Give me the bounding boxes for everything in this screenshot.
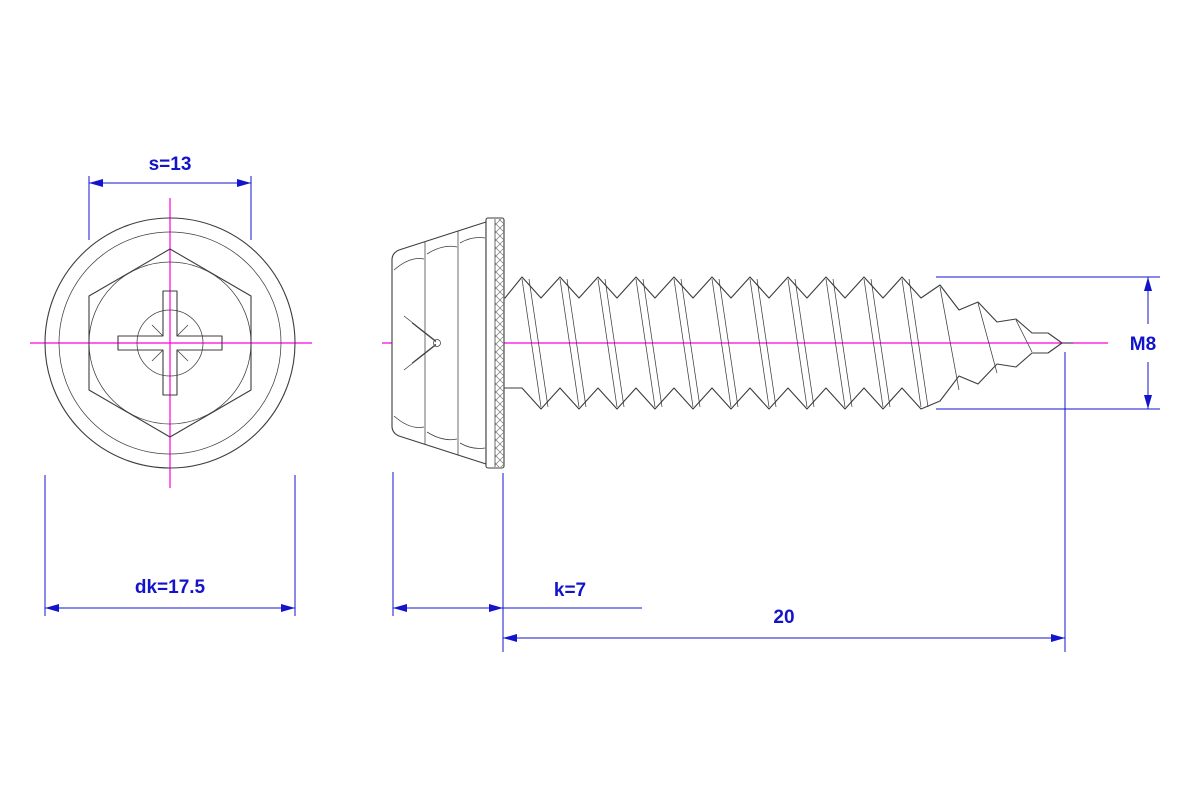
point-flank-lines <box>939 286 1033 391</box>
dimension-across-flats: s=13 <box>88 154 252 240</box>
arrowhead-left-icon <box>45 604 59 612</box>
dim-label-across-flats: s=13 <box>149 154 192 175</box>
side-view-screw: k=7 20 M8 <box>382 217 1160 652</box>
arrowhead-right-icon <box>237 179 251 187</box>
hex-chamfer-arcs <box>393 237 486 449</box>
recess-hidden-lines <box>403 315 437 371</box>
arrowhead-right-icon <box>1051 634 1065 642</box>
thread-top-outline <box>504 276 1074 344</box>
flange-outer-circle <box>44 217 296 469</box>
hex-head-side-outline <box>391 221 487 465</box>
front-view-head: s=13 dk=17.5 <box>30 154 312 616</box>
arrowhead-right-icon <box>281 604 295 612</box>
dimension-flange-diameter: dk=17.5 <box>44 475 296 616</box>
dim-label-flange-diameter: dk=17.5 <box>135 577 206 598</box>
extension-lines-s <box>88 176 252 240</box>
flange-serration-band <box>495 219 504 467</box>
thread-flank-lines <box>521 278 929 408</box>
arrowhead-left-icon <box>89 179 103 187</box>
arrowhead-left-icon <box>393 604 407 612</box>
extension-lines-m8 <box>936 276 1160 410</box>
phillips-corner-lines <box>151 324 189 362</box>
arrowhead-down-icon <box>1144 395 1152 409</box>
dim-label-length: 20 <box>773 607 794 628</box>
recess-apex-circle <box>433 339 441 347</box>
extension-lines-dk <box>44 475 296 616</box>
arrowhead-up-icon <box>1144 277 1152 291</box>
arrowhead-left-icon <box>503 634 517 642</box>
hex-chamfer-circle <box>88 261 252 425</box>
dimension-thread-size: M8 <box>936 276 1160 410</box>
hex-head-outline <box>88 248 252 438</box>
dimension-head-height: k=7 <box>392 472 642 652</box>
hex-facet-edges <box>424 231 459 455</box>
extension-lines-k <box>392 472 504 652</box>
thread-bottom-outline <box>504 342 1063 410</box>
flange-serration-circle <box>58 231 282 455</box>
dimension-length: 20 <box>503 352 1066 652</box>
dim-label-thread-size: M8 <box>1130 334 1156 355</box>
arrowhead-right-icon <box>489 604 503 612</box>
recess-circle <box>136 309 204 377</box>
dim-label-head-height: k=7 <box>554 580 586 601</box>
